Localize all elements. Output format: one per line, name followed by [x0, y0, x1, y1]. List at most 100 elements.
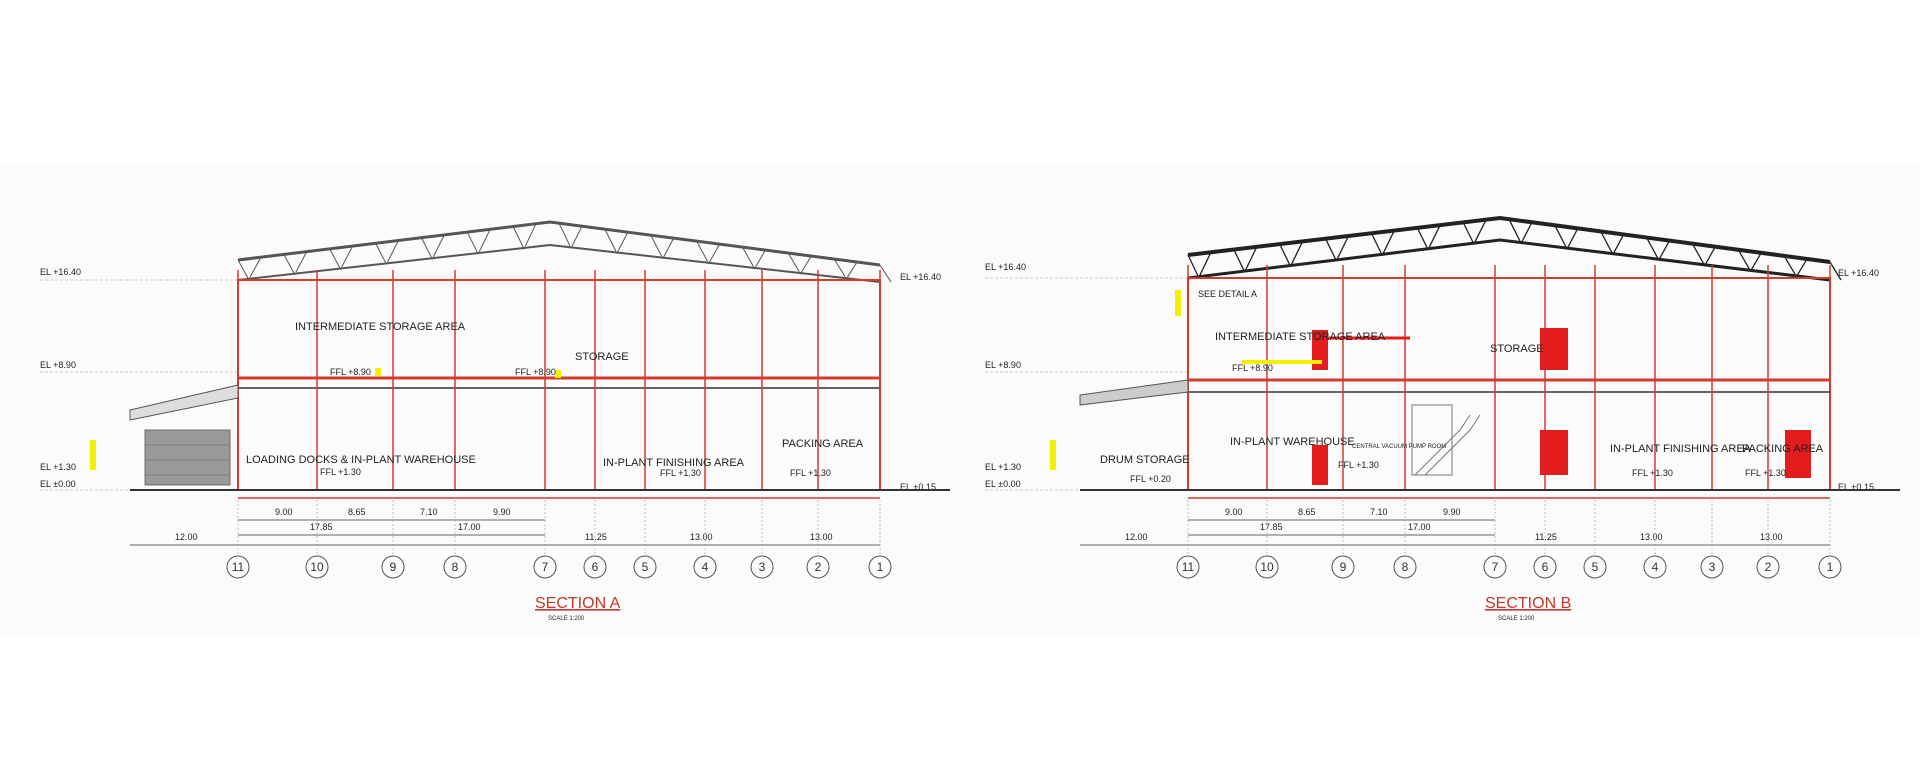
- truss-member: [616, 231, 629, 254]
- grid-bubble: [1533, 555, 1557, 579]
- room-label: STORAGE: [575, 351, 629, 363]
- grid-label: 1: [877, 560, 884, 574]
- elevation-label: EL +16.40: [1838, 268, 1879, 278]
- truss-member: [1508, 218, 1521, 242]
- grid-bubble: [1583, 555, 1607, 579]
- grid-label: 6: [1542, 560, 1549, 574]
- grid-label: 8: [1402, 560, 1409, 574]
- truss-member: [1428, 224, 1441, 248]
- grid-bubble: [381, 555, 405, 579]
- truss-member: [1646, 237, 1659, 259]
- room-label: INTERMEDIATE STORAGE AREA: [1215, 331, 1386, 343]
- grid-label: 9: [390, 560, 397, 574]
- truss-member: [524, 223, 537, 247]
- dimension: 12.00: [175, 532, 198, 542]
- truss-member: [512, 226, 525, 250]
- grid-label: 11: [232, 560, 245, 574]
- dimension: 12.00: [1125, 532, 1148, 542]
- dimension: 17.00: [458, 522, 481, 532]
- dimension: 13.00: [1760, 532, 1783, 542]
- truss-member: [341, 245, 354, 268]
- truss-member: [845, 261, 858, 280]
- grid-label: 1: [1827, 560, 1834, 574]
- grid-bubble: [1818, 555, 1842, 579]
- room-label: STORAGE: [1490, 343, 1544, 355]
- truss-member: [387, 240, 399, 263]
- elevation-label: EL +16.40: [40, 267, 81, 277]
- grid-label: 5: [642, 560, 649, 574]
- section-title: SECTION A: [535, 595, 621, 612]
- section-scale: SCALE 1:200: [1498, 616, 1535, 622]
- truss-member: [1657, 240, 1671, 261]
- grid-label: 7: [1492, 560, 1499, 574]
- truss-member: [833, 258, 846, 278]
- dimension: 9.90: [1443, 507, 1461, 517]
- elevation-label: EL +0.15: [900, 482, 936, 492]
- floor-level: FFL +8.90: [515, 367, 556, 377]
- truss-member: [466, 231, 479, 255]
- room-label: LOADING DOCKS & IN-PLANT WAREHOUSE: [246, 454, 476, 466]
- truss-member: [799, 255, 812, 275]
- truss-member: [1749, 252, 1762, 272]
- grid-label: 4: [702, 560, 709, 574]
- truss-member: [1291, 241, 1304, 265]
- grid-bubble: [583, 555, 607, 579]
- truss-member: [1566, 228, 1579, 250]
- dimension: 17.85: [1260, 522, 1283, 532]
- dimension: 9.00: [1225, 507, 1243, 517]
- truss-member: [662, 237, 675, 260]
- truss-member: [1382, 230, 1395, 254]
- truss-member: [570, 225, 583, 249]
- truss-member: [753, 249, 766, 270]
- floor-level: FFL +1.30: [1745, 468, 1786, 478]
- truss-member: [1703, 246, 1716, 267]
- elevation-label: EL +8.90: [40, 360, 76, 370]
- truss-member: [1783, 255, 1796, 275]
- dimension: 8.65: [1298, 507, 1316, 517]
- grid-label: 9: [1340, 560, 1347, 574]
- dimension: 11.25: [1535, 532, 1557, 542]
- floor-level: FFL +8.90: [330, 367, 371, 377]
- grid-bubble: [633, 555, 657, 579]
- truss-member: [1691, 243, 1704, 264]
- grid-bubble: [1756, 555, 1780, 579]
- truss-member: [1612, 234, 1625, 256]
- truss-member: [420, 237, 433, 260]
- dimension: 9.90: [493, 507, 511, 517]
- dimension: 11.25: [585, 532, 607, 542]
- elevation-label: EL +0.15: [1838, 482, 1874, 492]
- truss-member: [604, 228, 617, 252]
- floor-level: FFL +1.30: [790, 468, 831, 478]
- truss-member: [1336, 235, 1350, 259]
- grid-label: 10: [310, 560, 324, 574]
- grid-bubble: [750, 555, 774, 579]
- note-label: SEE DETAIL A: [1198, 289, 1257, 299]
- truss-member: [1554, 225, 1567, 247]
- truss-member: [1474, 219, 1487, 242]
- floor-level: FFL +1.30: [660, 468, 701, 478]
- grid-label: 4: [1652, 560, 1659, 574]
- truss-member: [1829, 261, 1842, 281]
- truss-member: [237, 259, 250, 281]
- stair-icon: [1411, 404, 1481, 476]
- grid-bubble: [1255, 555, 1279, 579]
- grid-bubble: [1643, 555, 1667, 579]
- dimension: 8.65: [348, 507, 366, 517]
- truss-member: [1245, 246, 1258, 270]
- grid-bubble: [1483, 555, 1507, 579]
- elevation-label: EL ±0.00: [985, 479, 1021, 489]
- truss-member: [249, 256, 262, 278]
- truss-member: [295, 251, 308, 273]
- truss-member: [1737, 249, 1750, 270]
- dimension: 13.00: [810, 532, 833, 542]
- truss-member: [1324, 238, 1338, 262]
- grid-bubble: [1176, 555, 1200, 579]
- elevation-label: EL +8.90: [985, 360, 1021, 370]
- truss-member: [787, 252, 800, 272]
- truss-member: [1462, 222, 1475, 245]
- truss-member: [1279, 243, 1292, 268]
- truss-member: [375, 243, 388, 265]
- floor-level: FFL +1.30: [1338, 460, 1379, 470]
- grid-label: 3: [1709, 560, 1716, 574]
- elevation-label: EL +1.30: [985, 462, 1021, 472]
